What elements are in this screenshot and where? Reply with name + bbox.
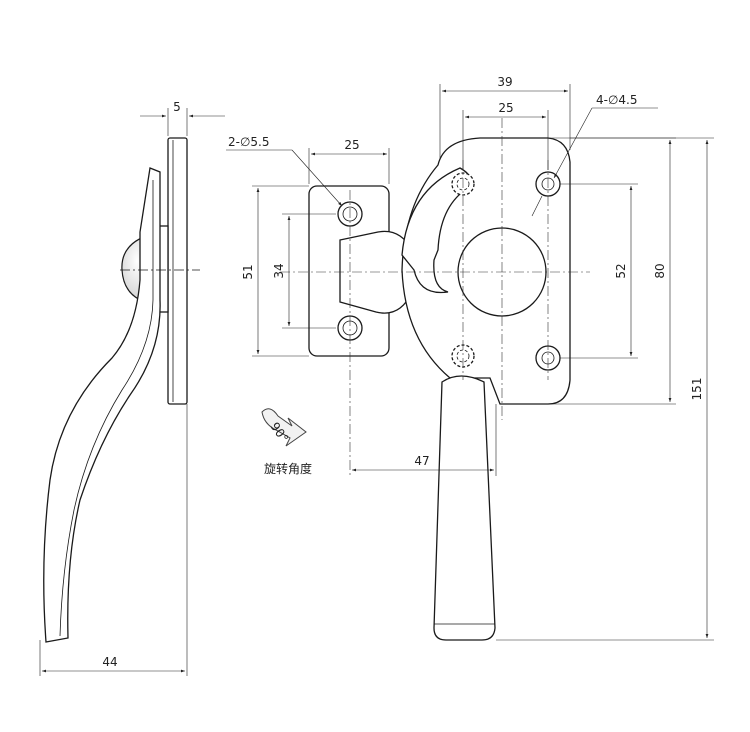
latch-hook [401,167,472,294]
dim-label-side-width: 44 [102,655,117,669]
dim-offset-47: 47 [352,404,497,476]
dim-height-151: 151 [496,137,714,641]
dim-side-width: 44 [39,404,188,676]
dim-width-25-right: 25 [462,101,549,170]
dim-label-47: 47 [414,454,429,468]
dim-label-151: 151 [690,378,704,401]
dim-height-51: 51 [241,185,309,357]
label-hole-large: 4-∅4.5 [596,93,638,107]
dim-height-80: 80 [520,137,676,405]
side-mount-plate [167,137,188,405]
dim-label-39: 39 [497,75,512,89]
dim-height-34: 34 [272,213,336,329]
centerlines [280,118,590,476]
dim-label-51: 51 [241,264,255,279]
side-handle [43,167,161,643]
callout-hole-large: 4-∅4.5 [531,93,658,217]
dim-height-52: 52 [560,183,638,359]
dim-thickness: 5 [140,100,225,136]
side-view [43,137,200,643]
dim-width-39: 39 [439,75,571,160]
dim-label-34: 34 [272,263,286,278]
dim-label-52: 52 [614,263,628,278]
dim-width-25-left: 25 [308,138,390,184]
front-handle [433,375,496,641]
dim-label-thickness: 5 [173,100,181,114]
dim-label-25-left: 25 [344,138,359,152]
callout-hole-small: 2-∅5.5 [226,135,343,207]
dim-label-80: 80 [653,263,667,278]
rotation-angle-label: 旋转角度 [264,461,312,476]
front-view [308,137,571,641]
dim-label-25-right: 25 [498,101,513,115]
label-hole-small: 2-∅5.5 [228,135,270,149]
rotation-angle-icon: 90° [261,408,307,447]
